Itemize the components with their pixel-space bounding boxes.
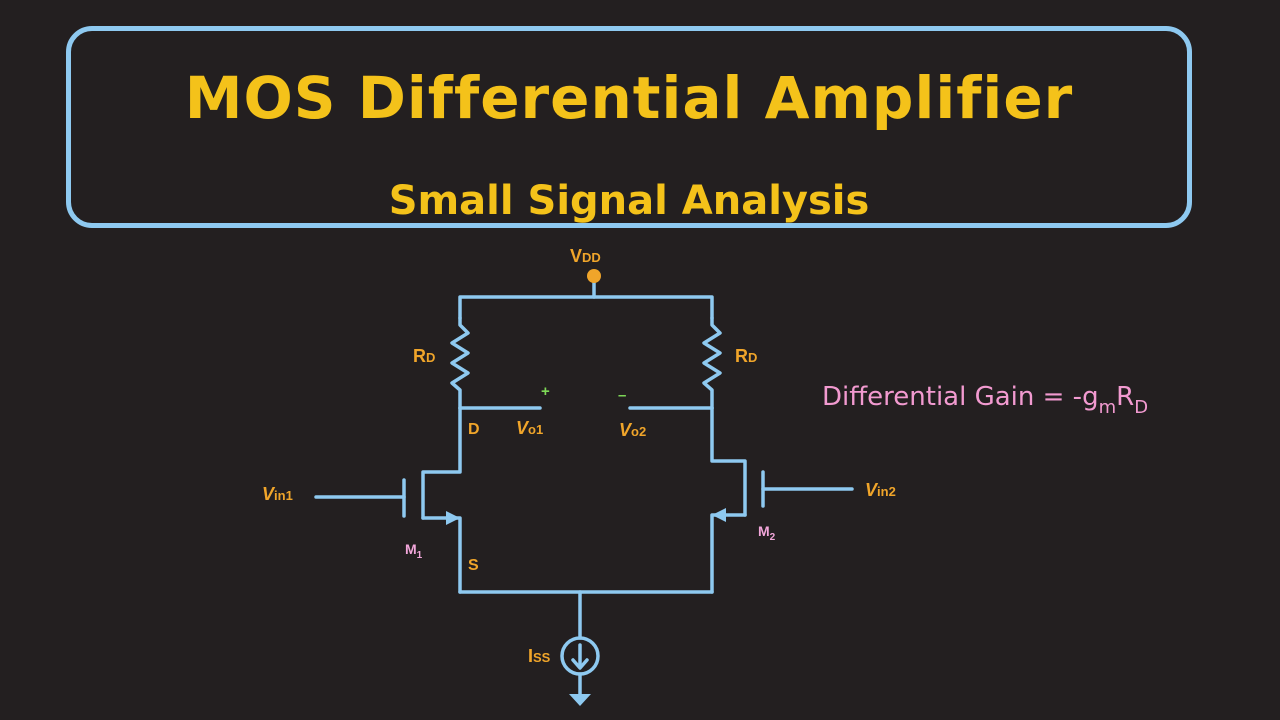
vo2-minus-sign: –	[618, 387, 626, 404]
iss-label: ISS	[528, 646, 551, 666]
top-rail	[458, 295, 714, 320]
vin2-label: Vin2	[865, 480, 896, 500]
drain-label: D	[468, 421, 480, 438]
m1-source-arrow	[446, 511, 460, 525]
m2-label: M2	[758, 523, 776, 543]
vin1-label: Vin1	[262, 484, 293, 504]
resistor-right	[702, 316, 722, 410]
gain-mid: R	[1116, 382, 1135, 412]
ground-arrow	[569, 694, 591, 706]
vo1-plus-sign: +	[541, 383, 550, 400]
source-label: S	[468, 557, 479, 574]
title-box: MOS Differential Amplifier Small Signal …	[66, 26, 1192, 228]
resistor-left	[450, 316, 470, 410]
m2-source-wire	[710, 513, 747, 594]
gain-sub-d: D	[1134, 397, 1149, 418]
gain-prefix: Differential Gain = -g	[822, 382, 1099, 412]
gain-sub-m: m	[1098, 397, 1117, 418]
subtitle: Small Signal Analysis	[388, 178, 870, 224]
m1-label: M1	[405, 541, 423, 561]
m1-source-wire	[421, 516, 462, 594]
m2-drain-wire	[710, 406, 747, 517]
differential-gain-formula: Differential Gain = -gmRD	[822, 382, 1148, 418]
vo2-label: Vo2	[619, 420, 646, 440]
m1-drain-wire	[421, 406, 462, 520]
vdd-terminal	[587, 269, 601, 283]
main-title: MOS Differential Amplifier	[184, 64, 1074, 132]
rd-right-label: RD	[735, 346, 757, 366]
vo1-label: Vo1	[516, 418, 543, 438]
iss-arrow-head	[571, 658, 589, 670]
vdd-label: VDD	[570, 246, 601, 266]
rd-left-label: RD	[413, 346, 435, 366]
m2-source-arrow	[712, 508, 726, 522]
